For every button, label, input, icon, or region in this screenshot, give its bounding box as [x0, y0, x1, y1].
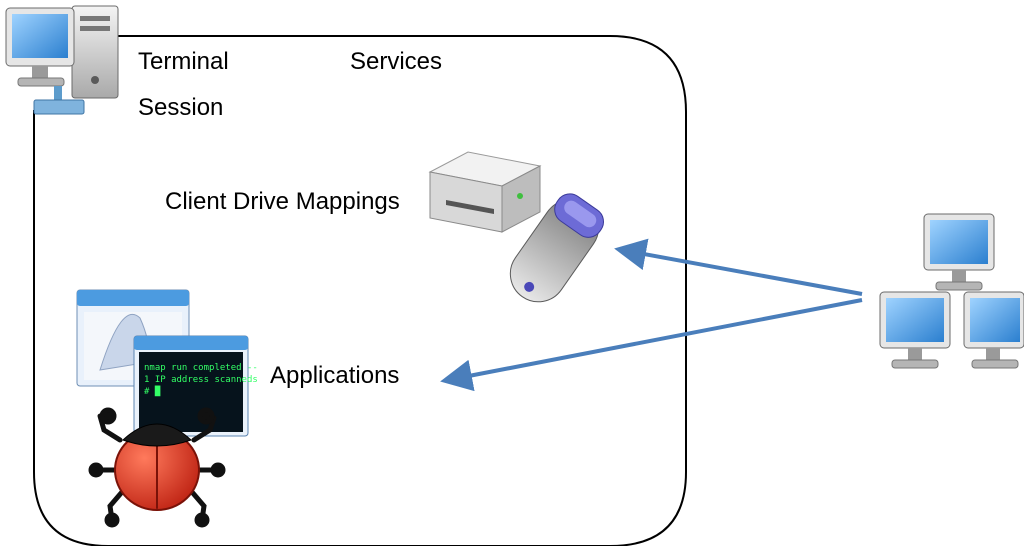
- session-boundary: [33, 35, 687, 546]
- client-drive-mappings-label: Client Drive Mappings: [165, 188, 400, 215]
- applications-label: Applications: [270, 362, 400, 389]
- terminal-line-3: # █: [144, 385, 161, 397]
- bug-malware-icon: [88, 407, 226, 528]
- usb-flash-drive-icon: [509, 193, 604, 303]
- network-computers-icon: [879, 213, 1024, 369]
- hard-drive-icon: [428, 151, 542, 233]
- server-computer-icon: [5, 5, 119, 115]
- title-services: Services: [350, 48, 443, 75]
- terminal-line-2: 1 IP address scanneds: [144, 375, 258, 385]
- title-session: Session: [138, 94, 224, 121]
- arrow-to-usb: [614, 238, 863, 296]
- terminal-window-icon: nmap run completed -- 1 IP address scann…: [133, 335, 258, 437]
- terminal-line-1: nmap run completed --: [144, 363, 258, 373]
- application-window-icon: [76, 289, 190, 387]
- arrow-to-applications: [440, 298, 863, 392]
- title-terminal: Terminal: [138, 48, 229, 75]
